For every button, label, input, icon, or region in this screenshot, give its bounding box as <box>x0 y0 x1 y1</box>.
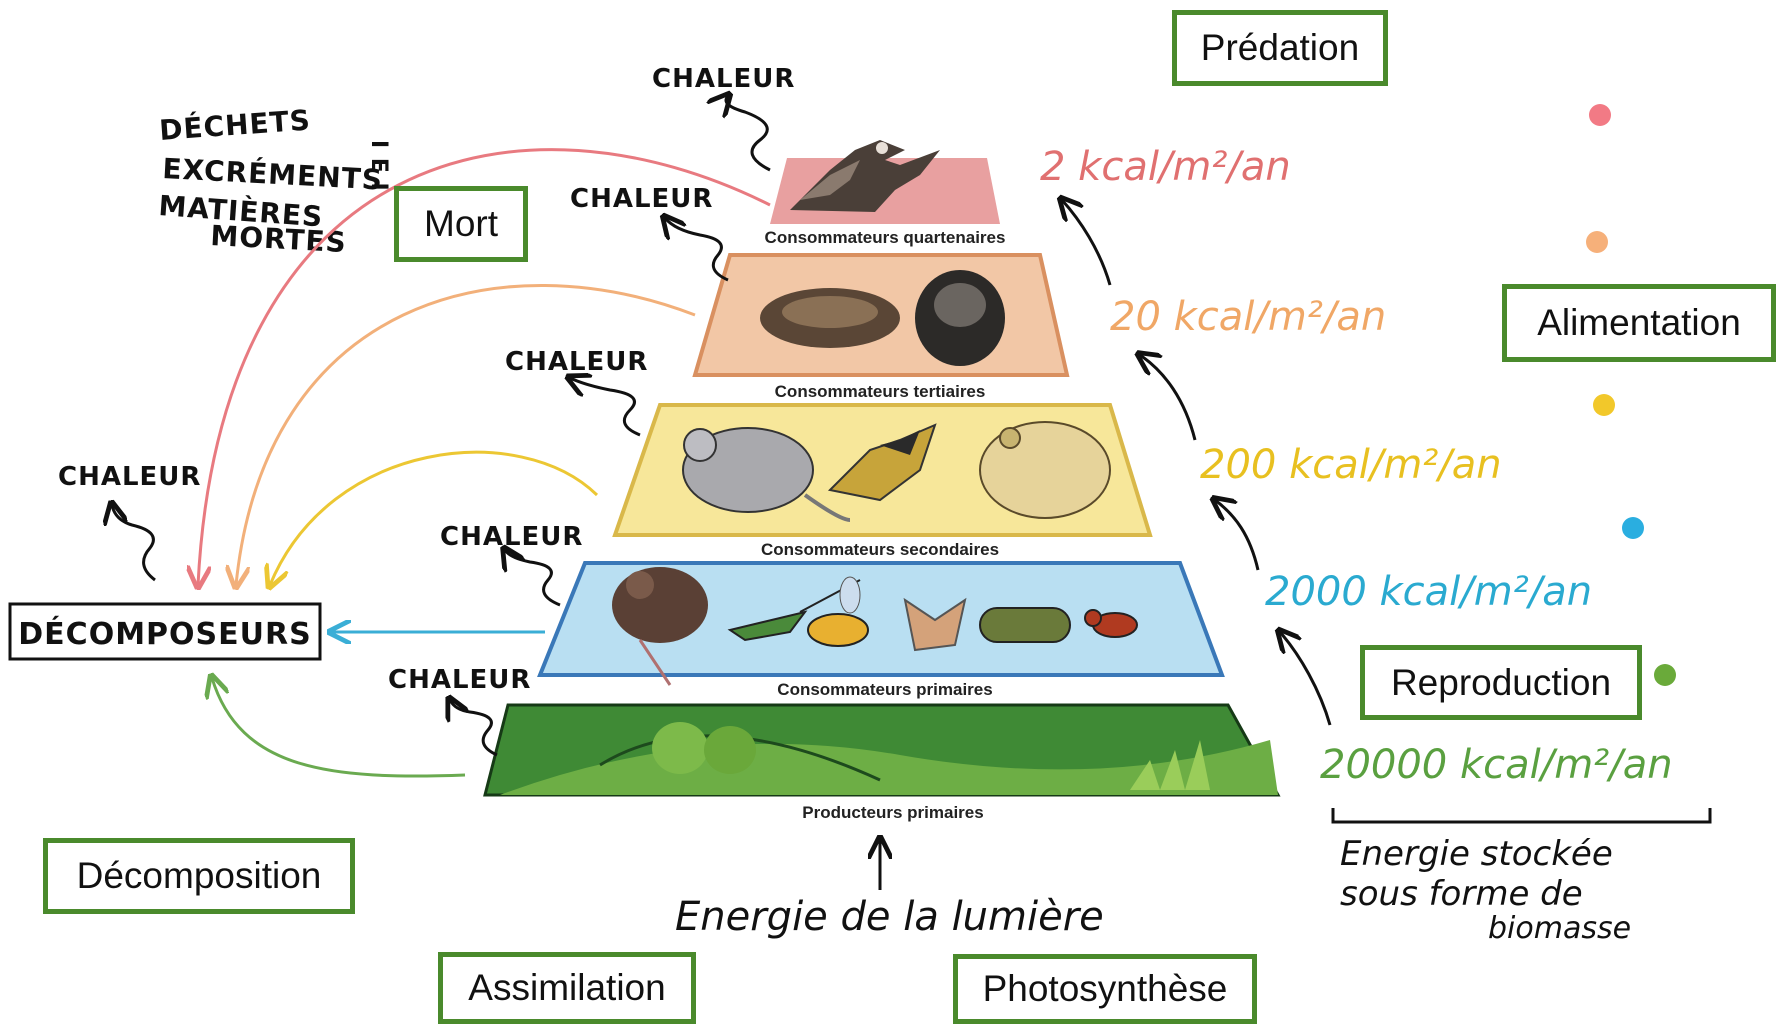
dot-blue <box>1622 517 1644 539</box>
waste-text: DÉCHETS EXCRÉMENTS MATIÈRES MORTES <box>158 102 384 259</box>
level-producers-label: Producteurs primaires <box>802 803 983 822</box>
waste-note: I E I <box>366 140 391 192</box>
level-quaternary-label: Consommateurs quartenaires <box>765 228 1006 247</box>
energy-arrow <box>1140 355 1195 440</box>
level-primary-label: Consommateurs primaires <box>777 680 992 699</box>
decomposers-box: DÉCOMPOSEURS <box>10 604 320 659</box>
level-secondary-label: Consommateurs secondaires <box>761 540 999 559</box>
level-primary: Consommateurs primaires <box>540 563 1222 699</box>
toad-icon <box>980 422 1110 518</box>
heat-label: CHALEUR <box>570 184 713 214</box>
waste-line: DÉCHETS <box>158 102 312 147</box>
dot-green <box>1654 664 1676 686</box>
heat-label: CHALEUR <box>388 665 531 695</box>
heat-arrow <box>665 218 728 280</box>
waste-line: EXCRÉMENTS <box>162 151 384 197</box>
level-quaternary: Consommateurs quartenaires <box>765 140 1006 247</box>
caterpillar-icon <box>980 608 1070 642</box>
reproduction-label: Reproduction <box>1360 645 1642 720</box>
stored-energy-note: Energie stockée sous forme de biomasse <box>1340 834 1631 946</box>
energy-arrow <box>1280 632 1330 725</box>
energy-value-quaternary: 2 kcal/m²/an <box>1040 144 1291 190</box>
level-producers: Producteurs primaires <box>485 705 1278 822</box>
heat-label: CHALEUR <box>652 64 795 94</box>
alimentation-label: Alimentation <box>1502 284 1776 362</box>
predation-label: Prédation <box>1172 10 1388 86</box>
heat-arrow <box>505 550 560 605</box>
energy-value-producers: 20000 kcal/m²/an <box>1320 742 1673 788</box>
photosynthese-label: Photosynthèse <box>953 954 1257 1024</box>
decomposition-label: Décomposition <box>43 838 355 914</box>
dot-red <box>1589 104 1611 126</box>
energy-value-primary: 2000 kcal/m²/an <box>1265 569 1592 615</box>
energy-arrow <box>1215 500 1258 570</box>
energy-value-tertiary: 20 kcal/m²/an <box>1110 294 1386 340</box>
heat-secondary: CHALEUR <box>505 347 648 435</box>
decomposers-label: DÉCOMPOSEURS <box>18 616 311 652</box>
stored-energy-line: Energie stockée <box>1340 834 1613 874</box>
heat-arrow <box>726 96 770 170</box>
level-secondary: Consommateurs secondaires <box>615 405 1150 559</box>
heat-tertiary: CHALEUR <box>570 184 728 280</box>
assimilation-label: Assimilation <box>438 952 696 1024</box>
heat-quaternary: CHALEUR <box>652 64 795 170</box>
stored-energy-line: biomasse <box>1488 911 1631 946</box>
heat-arrow <box>112 505 155 580</box>
stored-energy-line: sous forme de <box>1340 874 1583 914</box>
legend-dots <box>1586 104 1676 686</box>
stored-energy-bracket <box>1333 808 1710 822</box>
energy-value-secondary: 200 kcal/m²/an <box>1200 442 1502 488</box>
light-energy-label: Energie de la lumière <box>675 894 1104 940</box>
heat-arrow <box>450 700 497 755</box>
level-tertiary: Consommateurs tertiaires <box>695 255 1067 401</box>
dot-yellow <box>1593 394 1615 416</box>
heat-primary: CHALEUR <box>440 522 583 605</box>
dot-orange <box>1586 231 1608 253</box>
waste-line: MORTES <box>210 219 348 259</box>
mort-label: Mort <box>394 186 528 262</box>
heat-arrow <box>570 378 640 435</box>
arrow-secondary-to-decomposers <box>270 452 597 585</box>
energy-arrow <box>1062 200 1110 285</box>
heat-decomposers: CHALEUR <box>58 462 201 580</box>
level-tertiary-label: Consommateurs tertiaires <box>775 382 986 401</box>
heat-label: CHALEUR <box>505 347 648 377</box>
heat-label: CHALEUR <box>58 462 201 492</box>
heat-label: CHALEUR <box>440 522 583 552</box>
